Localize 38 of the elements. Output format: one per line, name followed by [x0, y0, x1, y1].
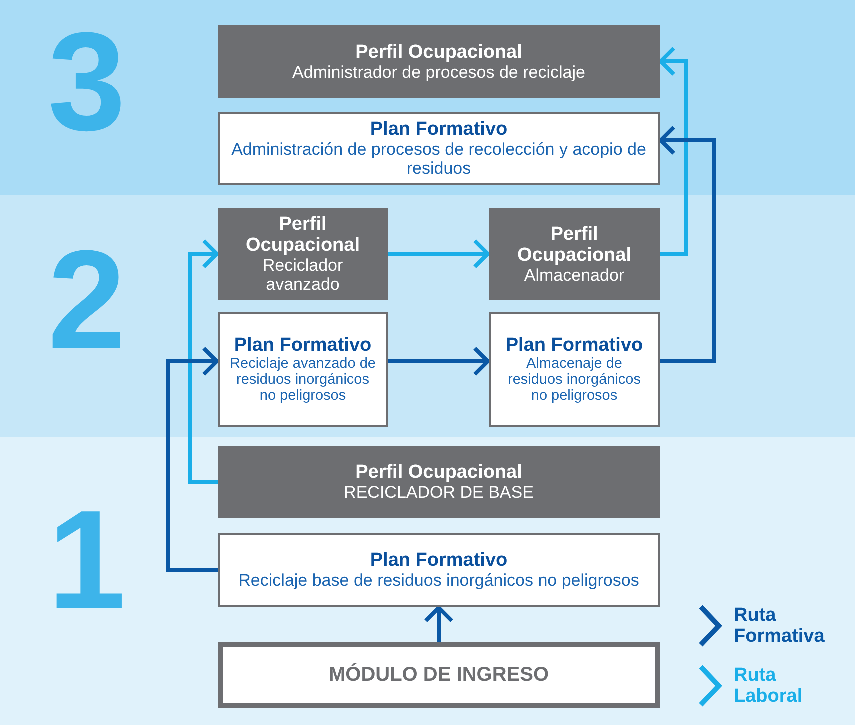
training-plan-box — [218, 533, 660, 607]
box-heading: Plan Formativo — [234, 335, 372, 356]
box-heading: Perfil Ocupacional — [244, 214, 362, 256]
profile-box — [489, 208, 660, 300]
arrow — [388, 346, 490, 376]
arrow — [188, 239, 219, 484]
arrow — [659, 126, 716, 364]
box-heading: Perfil Ocupacional — [356, 42, 522, 62]
training-plan-box — [218, 312, 388, 427]
box-text: Almacenaje de residuos inorgánicos no peligrosos — [507, 356, 642, 404]
level-number: 2 — [48, 240, 126, 360]
box-text: Reciclaje avanzado de residuos inorgánicos no peligrosos — [229, 356, 377, 404]
box-text: MÓDULO DE INGRESO — [328, 662, 549, 688]
box-heading: Plan Formativo — [506, 335, 644, 356]
level-number: 3 — [48, 22, 126, 142]
box-heading: Plan Formativo — [370, 550, 508, 571]
box-text: Almacenador — [524, 266, 625, 284]
arrow — [166, 346, 219, 572]
profile-box — [218, 208, 388, 300]
profile-box — [218, 25, 660, 98]
arrow — [388, 239, 490, 269]
legend-label: Ruta Laboral — [734, 665, 804, 707]
level-number: 1 — [48, 500, 126, 620]
box-heading: Perfil Ocupacional — [356, 462, 522, 483]
training-plan-box — [218, 112, 660, 185]
arrow — [424, 606, 454, 642]
arrow — [659, 46, 688, 256]
box-text: RECICLADOR DE BASE — [344, 483, 534, 502]
profile-box — [218, 446, 660, 518]
box-text: Administrador de procesos de reciclaje — [292, 62, 586, 82]
box-heading: Plan Formativo — [370, 119, 508, 140]
box-text: Reciclaje base de residuos inorgánicos no peligrosos — [238, 571, 640, 590]
box-text: Reciclador avanzado — [262, 256, 344, 294]
box-text: Administración de procesos de recolección y acopio de residuos — [230, 140, 648, 178]
legend-label: Ruta Formativa — [734, 605, 826, 647]
training-plan-box — [489, 312, 660, 427]
box-heading: Perfil Ocupacional — [516, 224, 633, 266]
entry-module-box — [218, 642, 660, 708]
